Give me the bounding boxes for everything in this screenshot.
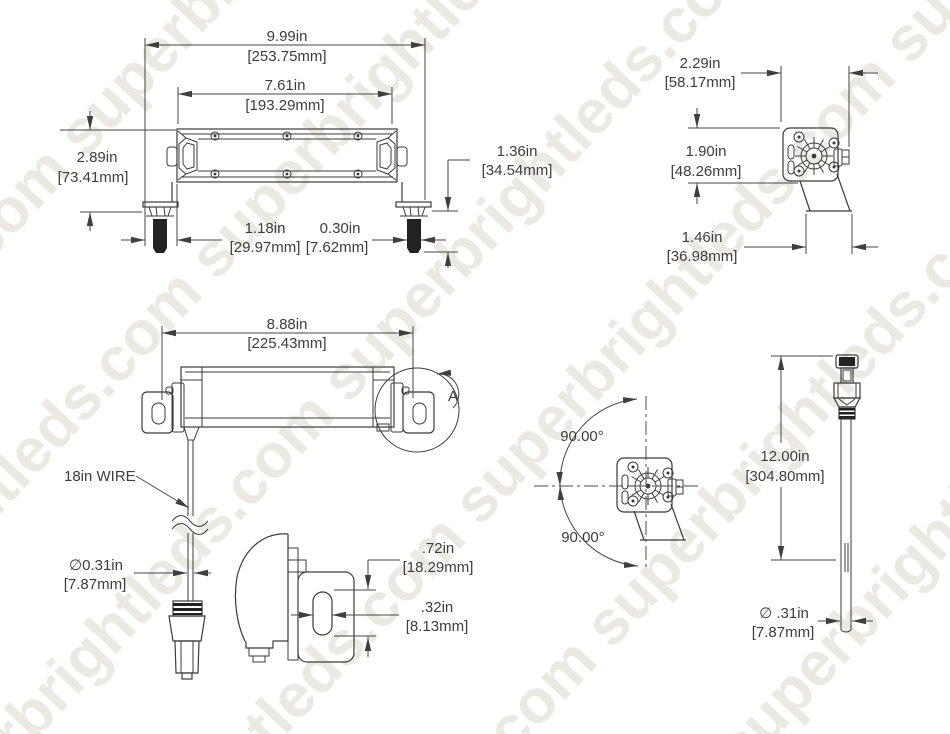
mount-bolt-left (153, 219, 167, 248)
dim-angle-top: 90.00° (560, 428, 604, 445)
dim-front-height-in: 2.89in (77, 149, 118, 166)
face-screws (210, 131, 363, 179)
dim-front-lens-in: 7.61in (265, 77, 306, 94)
dim-front-stud-dia-in: 0.30in (320, 220, 361, 237)
dim-front-overall-mm: [253.75mm] (247, 48, 326, 65)
dim-pigtail-length-in: 12.00in (760, 448, 809, 465)
dim-slot-h-mm: [18.29mm] (403, 559, 474, 576)
dim-wire-dia-mm: [7.87mm] (64, 576, 127, 593)
end-cap-left (177, 130, 198, 181)
side-view: 2.29in [58.17mm] 1.90in [48.26mm] 1.46in… (665, 55, 878, 265)
rear-bracket-left (141, 382, 185, 434)
housing (782, 127, 839, 182)
dim-rear-span-in: 8.88in (267, 316, 308, 333)
pivot-hub (795, 137, 833, 175)
dim-front-overall-in: 9.99in (267, 28, 308, 45)
bracket-leg (799, 173, 852, 212)
front-view: 9.99in [253.75mm] 7.61in [193.29mm] 2.89… (58, 28, 553, 268)
dim-pigtail-dia-mm: [7.87mm] (752, 624, 815, 641)
dim-side-depth-mm: [58.17mm] (665, 74, 736, 91)
dim-slot-h-in: .72in (422, 540, 455, 557)
dim-slot-w-in: .32in (421, 599, 454, 616)
dim-pigtail-dia-in: ∅ .31in (759, 605, 809, 622)
dim-front-stud-dia-mm: [7.62mm] (306, 239, 369, 256)
tilt-view: 90.00° 90.00° (534, 396, 702, 570)
mount-slot-left (151, 402, 166, 425)
pigtail-wire (840, 419, 852, 633)
dim-front-height-mm: [73.41mm] (58, 169, 129, 186)
side-tab-left (166, 146, 178, 167)
power-wire (171, 426, 209, 601)
dim-angle-bottom: 90.00° (561, 529, 605, 546)
dim-slot-w-mm: [8.13mm] (406, 618, 469, 635)
dim-front-lens-mm: [193.29mm] (245, 97, 324, 114)
detail-callout-label: A (448, 388, 458, 405)
wire-connector (168, 600, 206, 680)
detail-callout-circle (374, 367, 460, 453)
dim-side-foot-mm: [36.98mm] (667, 248, 738, 265)
dim-pigtail-length-mm: [304.80mm] (745, 468, 824, 485)
lightbar-rear-body (180, 366, 395, 428)
pigtail-view: 12.00in [304.80mm] ∅ .31in [7.87mm] (745, 354, 873, 641)
dim-front-stud-exposed-in: 1.36in (497, 143, 538, 160)
detail-a-view: .72in [18.29mm] .32in [8.13mm] (234, 533, 474, 663)
dim-side-foot-in: 1.46in (682, 229, 723, 246)
rear-bracket-right (376, 382, 435, 434)
bracket-plate (297, 571, 355, 663)
pigtail-connector (832, 354, 862, 420)
dim-side-height-in: 1.90in (686, 143, 727, 160)
mount-slot-right (412, 402, 427, 425)
dim-side-depth-in: 2.29in (680, 55, 721, 72)
lamp-profile (234, 533, 289, 649)
wire-length-label: 18in WIRE (64, 468, 136, 485)
rear-view: A 8.88in [225.43mm] 1 (64, 316, 460, 680)
dim-front-stud-len-mm: [29.97mm] (230, 239, 301, 256)
dim-rear-span-mm: [225.43mm] (247, 335, 326, 352)
dim-front-stud-exposed-mm: [34.54mm] (482, 162, 553, 179)
mount-bracket-left (142, 182, 179, 253)
side-tab-right (396, 146, 408, 167)
dim-wire-dia-in: ∅0.31in (69, 557, 123, 574)
mount-bracket-right (395, 182, 432, 253)
dim-front-stud-len-in: 1.18in (245, 220, 286, 237)
dim-side-height-mm: [48.26mm] (671, 163, 742, 180)
end-cap-right (376, 130, 397, 181)
mount-bolt-right (407, 219, 421, 248)
wire-break-symbol (171, 515, 209, 527)
